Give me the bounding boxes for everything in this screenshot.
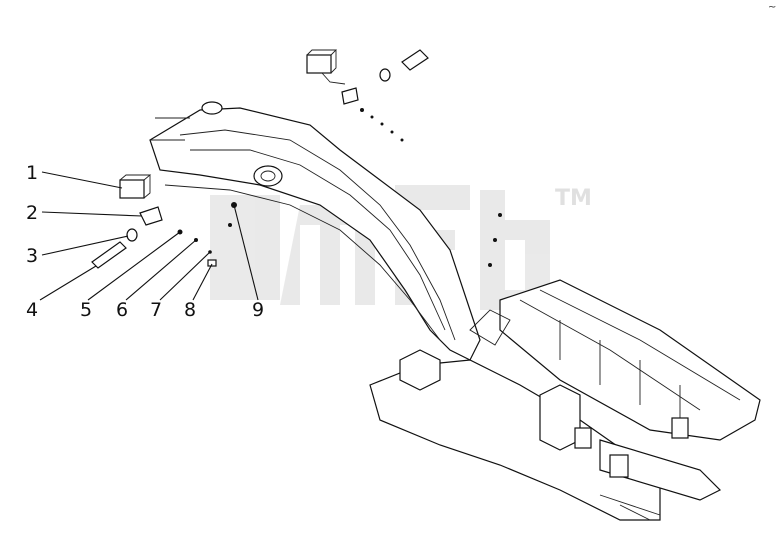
washer-part-3 bbox=[126, 228, 138, 242]
callout-5: 5 bbox=[80, 299, 92, 321]
bolt-part-4 bbox=[91, 241, 127, 269]
callout-9: 9 bbox=[252, 299, 264, 321]
bracket-part-2 bbox=[139, 206, 163, 226]
callout-1: 1 bbox=[26, 162, 38, 184]
callout-6: 6 bbox=[116, 299, 128, 321]
callout-3: 3 bbox=[26, 245, 38, 267]
boom-arm bbox=[149, 101, 481, 361]
switch-part-1 bbox=[119, 174, 152, 199]
top-hardware bbox=[306, 49, 429, 142]
callout-4: 4 bbox=[26, 299, 38, 321]
callout-8: 8 bbox=[184, 299, 196, 321]
chassis-frame bbox=[369, 279, 761, 521]
leader-lines bbox=[39, 171, 259, 301]
corner-mark: ~ bbox=[768, 2, 776, 13]
callout-2: 2 bbox=[26, 202, 38, 224]
callout-7: 7 bbox=[150, 299, 162, 321]
watermark-tm: TM bbox=[555, 186, 592, 211]
